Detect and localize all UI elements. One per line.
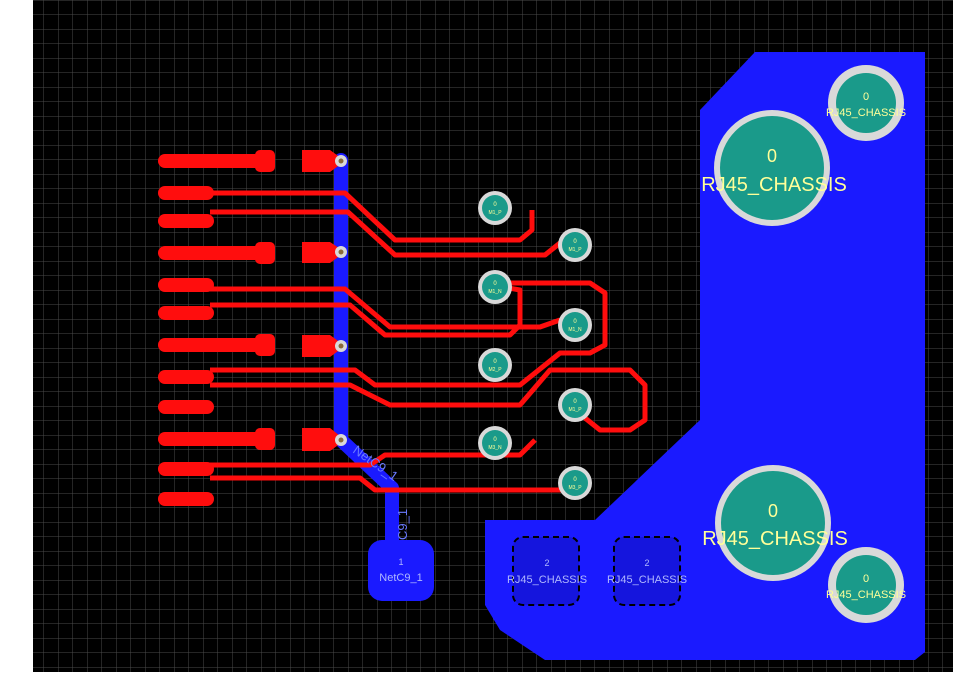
chassis-hole-top-left-large[interactable]: 0 RJ45_CHASSIS [701,110,847,226]
hole-number: 0 [863,91,869,103]
via-3[interactable]: 0 M1_N [478,270,512,304]
chassis-hole-top-right[interactable]: 0 RJ45_CHASSIS [826,65,906,141]
via-1[interactable]: 0 M1_P [478,191,512,225]
via-6[interactable]: 0 M1_P [558,388,592,422]
top-copper-traces [210,190,648,493]
testpoint-number: 1 [398,557,403,567]
via-net: M1_P [568,407,582,413]
via-8[interactable]: 0 M3_P [558,466,592,500]
via-number: 0 [493,202,497,208]
pad-number: 2 [544,558,549,568]
connector-pads [158,150,275,506]
via-number: 0 [573,319,577,325]
via-number: 0 [493,281,497,287]
hole-number: 0 [863,573,869,585]
testpoint-pad[interactable] [368,540,434,601]
hole-number: 0 [768,501,778,521]
via-net: M3_P [568,485,582,491]
via-number: 0 [493,437,497,443]
via-net: M2_P [488,367,502,373]
testpoint-net: NetC9_1 [379,572,422,584]
hole-net: RJ45_CHASSIS [701,174,847,196]
chassis-hole-bottom-left-large[interactable]: 0 RJ45_CHASSIS [702,465,848,581]
chassis-pad-left[interactable]: 2 RJ45_CHASSIS [507,536,587,606]
via-number: 0 [493,359,497,365]
chassis-hole-bottom-right[interactable]: 0 RJ45_CHASSIS [826,547,906,623]
hole-number: 0 [767,146,777,166]
via-7[interactable]: 0 M3_N [478,426,512,460]
via-net: M1_N [488,289,502,295]
via-5[interactable]: 0 M2_P [478,348,512,382]
hole-net: RJ45_CHASSIS [826,107,906,119]
via-net: M1_N [568,327,582,333]
via-4[interactable]: 0 M1_N [558,308,592,342]
cap-vias [335,155,347,446]
pad-number: 2 [644,558,649,568]
via-net: M1_P [488,210,502,216]
pad-net: RJ45_CHASSIS [507,574,587,586]
trace-pad-designator: C9_1 [395,509,410,540]
hole-net: RJ45_CHASSIS [826,589,906,601]
chassis-pad-right[interactable]: 2 RJ45_CHASSIS [607,536,687,606]
cap-pads [302,150,345,451]
via-net: M1_P [568,247,582,253]
via-net: M3_N [488,445,502,451]
via-number: 0 [573,477,577,483]
via-number: 0 [573,399,577,405]
via-2[interactable]: 0 M1_P [558,228,592,262]
hole-net: RJ45_CHASSIS [702,528,848,550]
pad-net: RJ45_CHASSIS [607,574,687,586]
via-number: 0 [573,239,577,245]
